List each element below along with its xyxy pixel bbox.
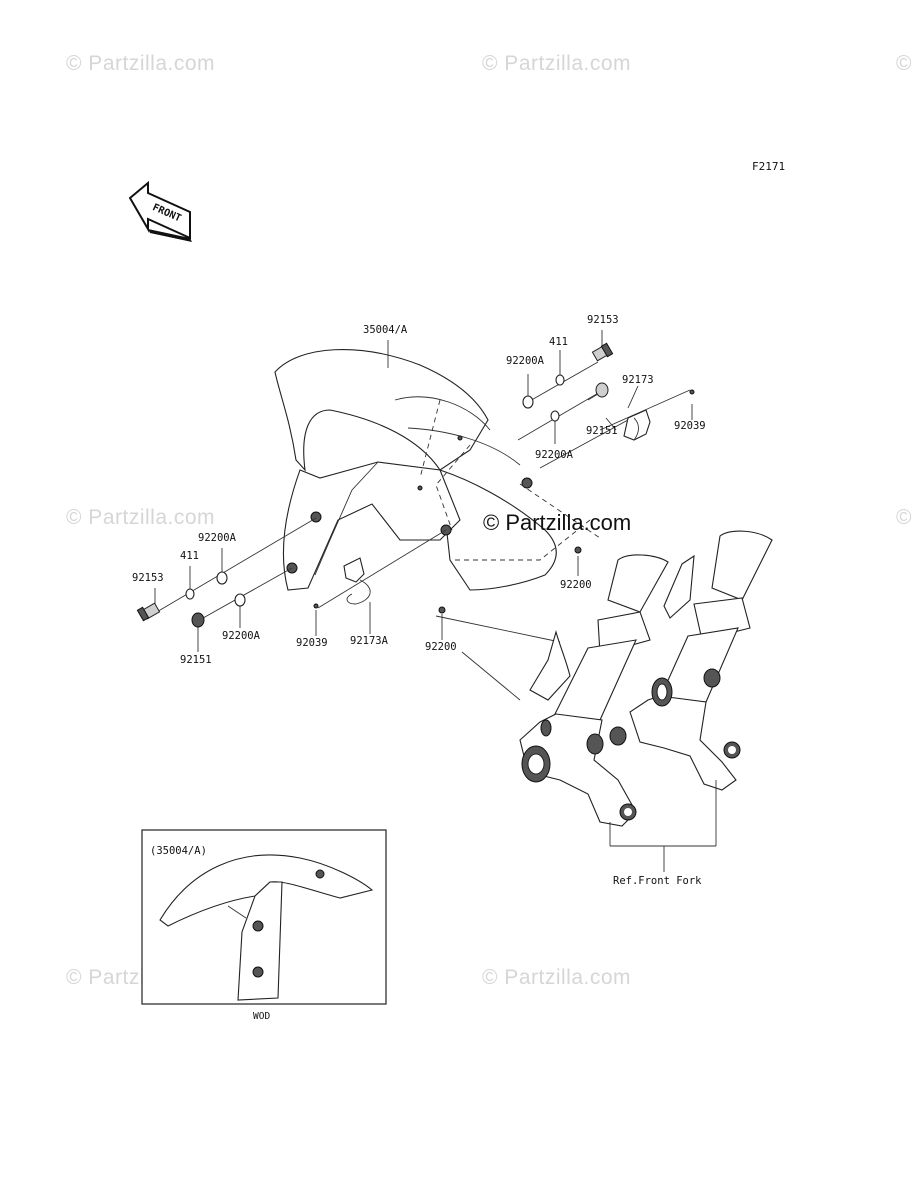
label-92173A: 92173A [350, 635, 388, 647]
diagram-code: F2171 [752, 160, 786, 173]
watermark: © Partzilla.com [482, 52, 632, 75]
bolt-92151-left [191, 612, 205, 628]
washer-92200A-right-2 [550, 410, 560, 422]
watermark: © Partzilla.com [896, 506, 916, 529]
inset-caption: WOD [253, 1011, 271, 1022]
washer-411-left [185, 588, 195, 600]
label-ref-front-fork: Ref.Front Fork [613, 875, 702, 887]
screw-92039-left [313, 603, 319, 609]
washer-92200A-left-2 [234, 593, 246, 607]
washer-411-right [555, 374, 565, 386]
label-411-right: 411 [549, 336, 568, 348]
nut-92200-left [438, 606, 446, 614]
label-92173: 92173 [622, 374, 654, 386]
front-fork-right [629, 530, 773, 791]
label-92153-right: 92153 [587, 314, 619, 326]
label-92039-right: 92039 [674, 420, 706, 432]
bolt-92153-right [591, 342, 614, 362]
inset-fender [159, 854, 374, 1001]
watermark: © Partzilla.com [896, 52, 916, 75]
washer-92200A-left [216, 571, 228, 585]
center-watermark: © Partzilla.com [483, 510, 632, 535]
label-92200-right: 92200 [560, 579, 592, 591]
front-fender [274, 349, 557, 591]
label-92151-right: 92151 [586, 425, 618, 437]
screw-92039-right [689, 389, 695, 395]
watermark: © Partzilla.com [66, 506, 216, 529]
front-arrow-icon: FRONT [128, 180, 192, 242]
label-92153-left: 92153 [132, 572, 164, 584]
watermark: © Partzilla.com [66, 52, 216, 75]
label-411-left: 411 [180, 550, 199, 562]
clamp-92173A [343, 557, 371, 605]
front-fork-left [519, 554, 669, 827]
label-35004-A: 35004/A [363, 324, 408, 336]
clamp-92173 [623, 409, 651, 441]
label-92200A-right-2: 92200A [535, 449, 573, 461]
bolt-92153-left [136, 602, 161, 622]
bolt-92151-right [587, 382, 609, 401]
nut-92200-right [574, 546, 582, 554]
label-92200A-left-2: 92200A [222, 630, 260, 642]
inset-title: (35004/A) [150, 845, 207, 857]
label-92200A-right: 92200A [506, 355, 544, 367]
label-92151-left: 92151 [180, 654, 212, 666]
label-92200-left: 92200 [425, 641, 457, 653]
watermark: © Partzilla.com [482, 966, 632, 989]
label-92200A-left: 92200A [198, 532, 236, 544]
label-92039-left: 92039 [296, 637, 328, 649]
washer-92200A-right [522, 395, 534, 409]
